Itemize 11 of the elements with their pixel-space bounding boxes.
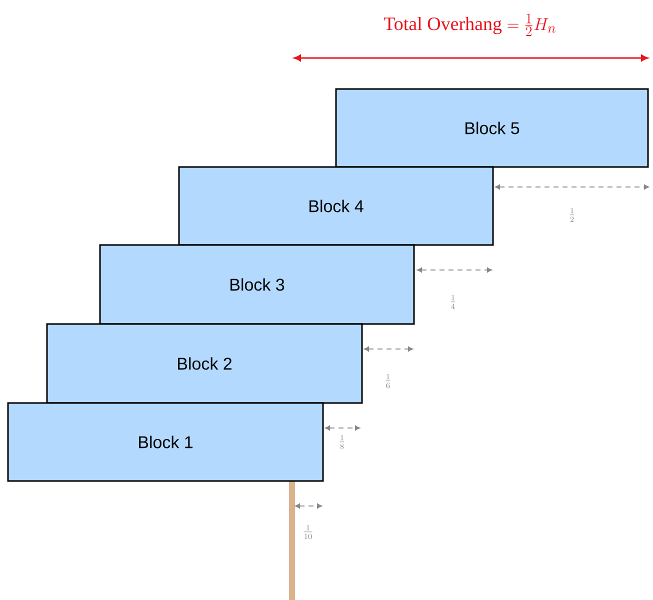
overhang-formula: $\text{Total Overhang} = \frac{1}{2} H_n$ <box>384 14 556 36</box>
dimension-label: $\frac{1}{2}$ <box>570 208 574 222</box>
dimension-label: $\frac{1}{6}$ <box>386 374 390 388</box>
dimension-label: $\frac{1}{8}$ <box>340 434 344 450</box>
block-box: Block 5 <box>335 88 649 168</box>
block-box: Block 2 <box>46 323 363 404</box>
block-box: Block 4 <box>178 166 494 246</box>
dimension-label: $\frac{1}{10}$ <box>304 524 312 540</box>
dimension-label: $\frac{1}{4}$ <box>450 294 456 310</box>
block-box: Block 1 <box>7 402 324 482</box>
block-box: Block 3 <box>99 244 415 325</box>
